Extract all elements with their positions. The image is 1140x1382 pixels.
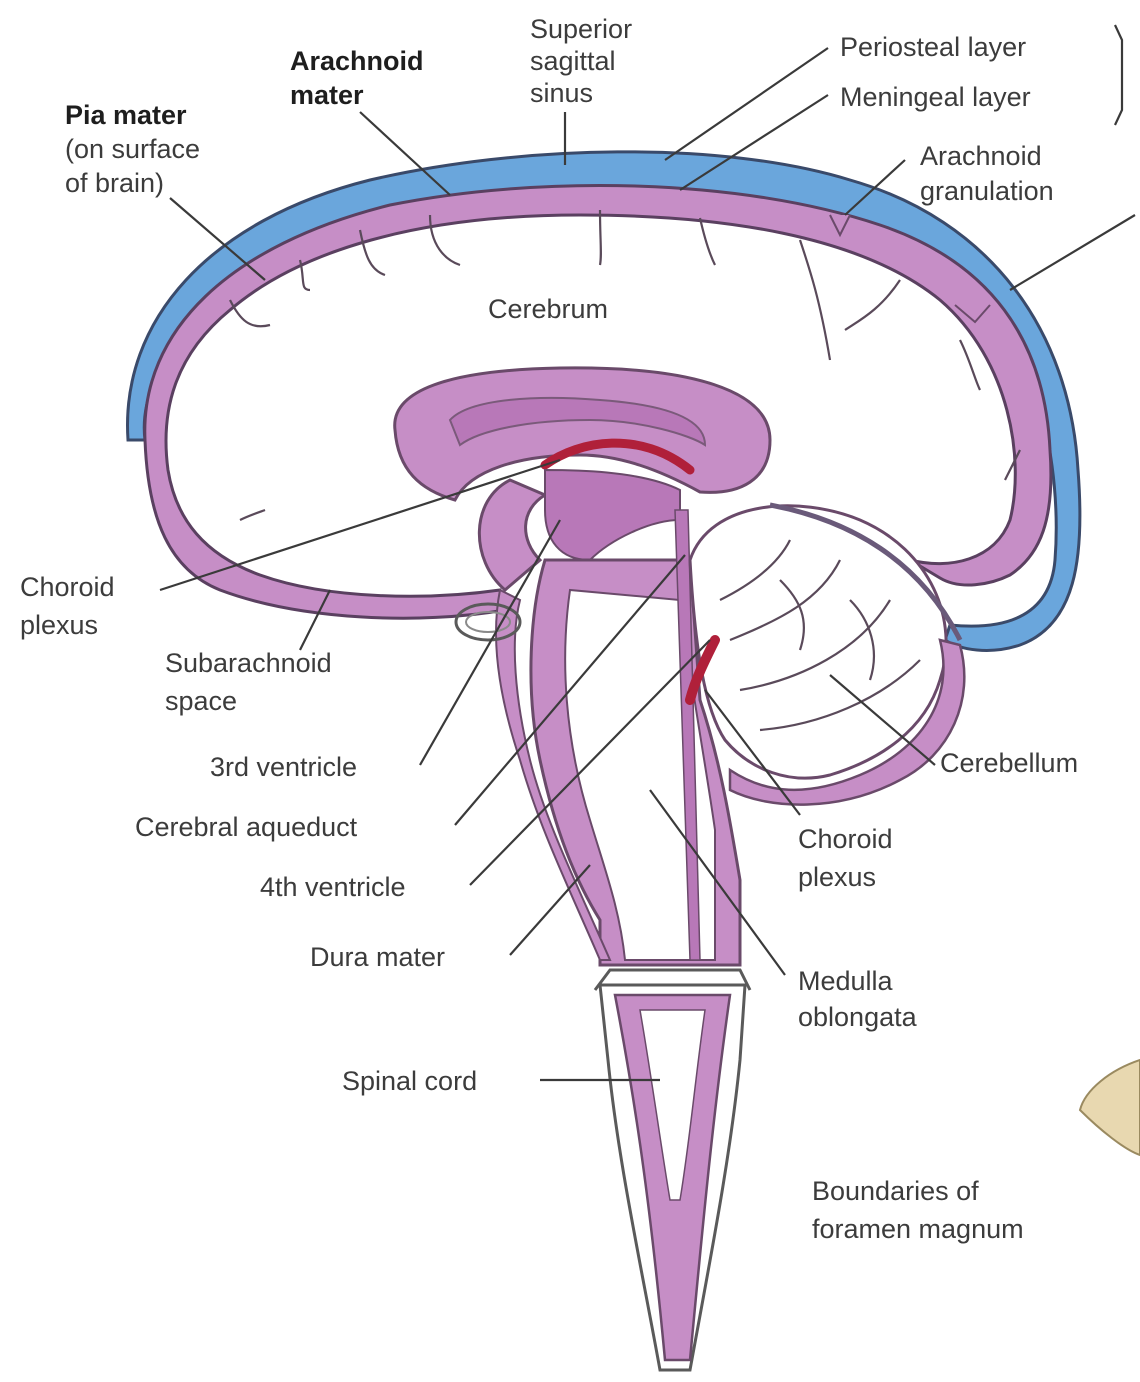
label-arachnoid-granulation: Arachnoid granulation [920,141,1054,206]
label-arachnoid-mater: Arachnoid mater [290,46,431,110]
label-pia-mater: Pia mater (on surface of brain) [65,100,208,198]
label-cerebrum: Cerebrum [488,294,608,324]
label-dura-mater: Dura mater [310,942,445,972]
leader-periosteal-layer [665,48,828,160]
label-meningeal-layer: Meningeal layer [840,82,1031,112]
label-choroid-plexus-left: Choroid plexus [20,572,122,640]
label-third-ventricle: 3rd ventricle [210,752,357,782]
label-subarachnoid-space: Subarachnoid space [165,648,339,716]
label-choroid-plexus-right: Choroid plexus [798,824,900,892]
label-spinal-cord: Spinal cord [342,1066,477,1096]
leader-dura-bracket [1115,25,1122,125]
cerebellum-shape [690,506,946,778]
label-medulla-oblongata: Medulla oblongata [798,966,918,1032]
leader-arachnoid-granulation-2 [1010,215,1135,290]
label-superior-sagittal-sinus: Superior sagittal sinus [530,14,640,108]
label-foramen-magnum: Boundaries of foramen magnum [812,1176,1024,1244]
skull-fragment [1080,1060,1140,1155]
diencephalon [479,480,545,590]
label-fourth-ventricle: 4th ventricle [260,872,406,902]
label-periosteal-layer: Periosteal layer [840,32,1026,62]
third-ventricle-shape [545,470,680,560]
label-cerebral-aqueduct: Cerebral aqueduct [135,812,358,842]
label-cerebellum: Cerebellum [940,748,1078,778]
